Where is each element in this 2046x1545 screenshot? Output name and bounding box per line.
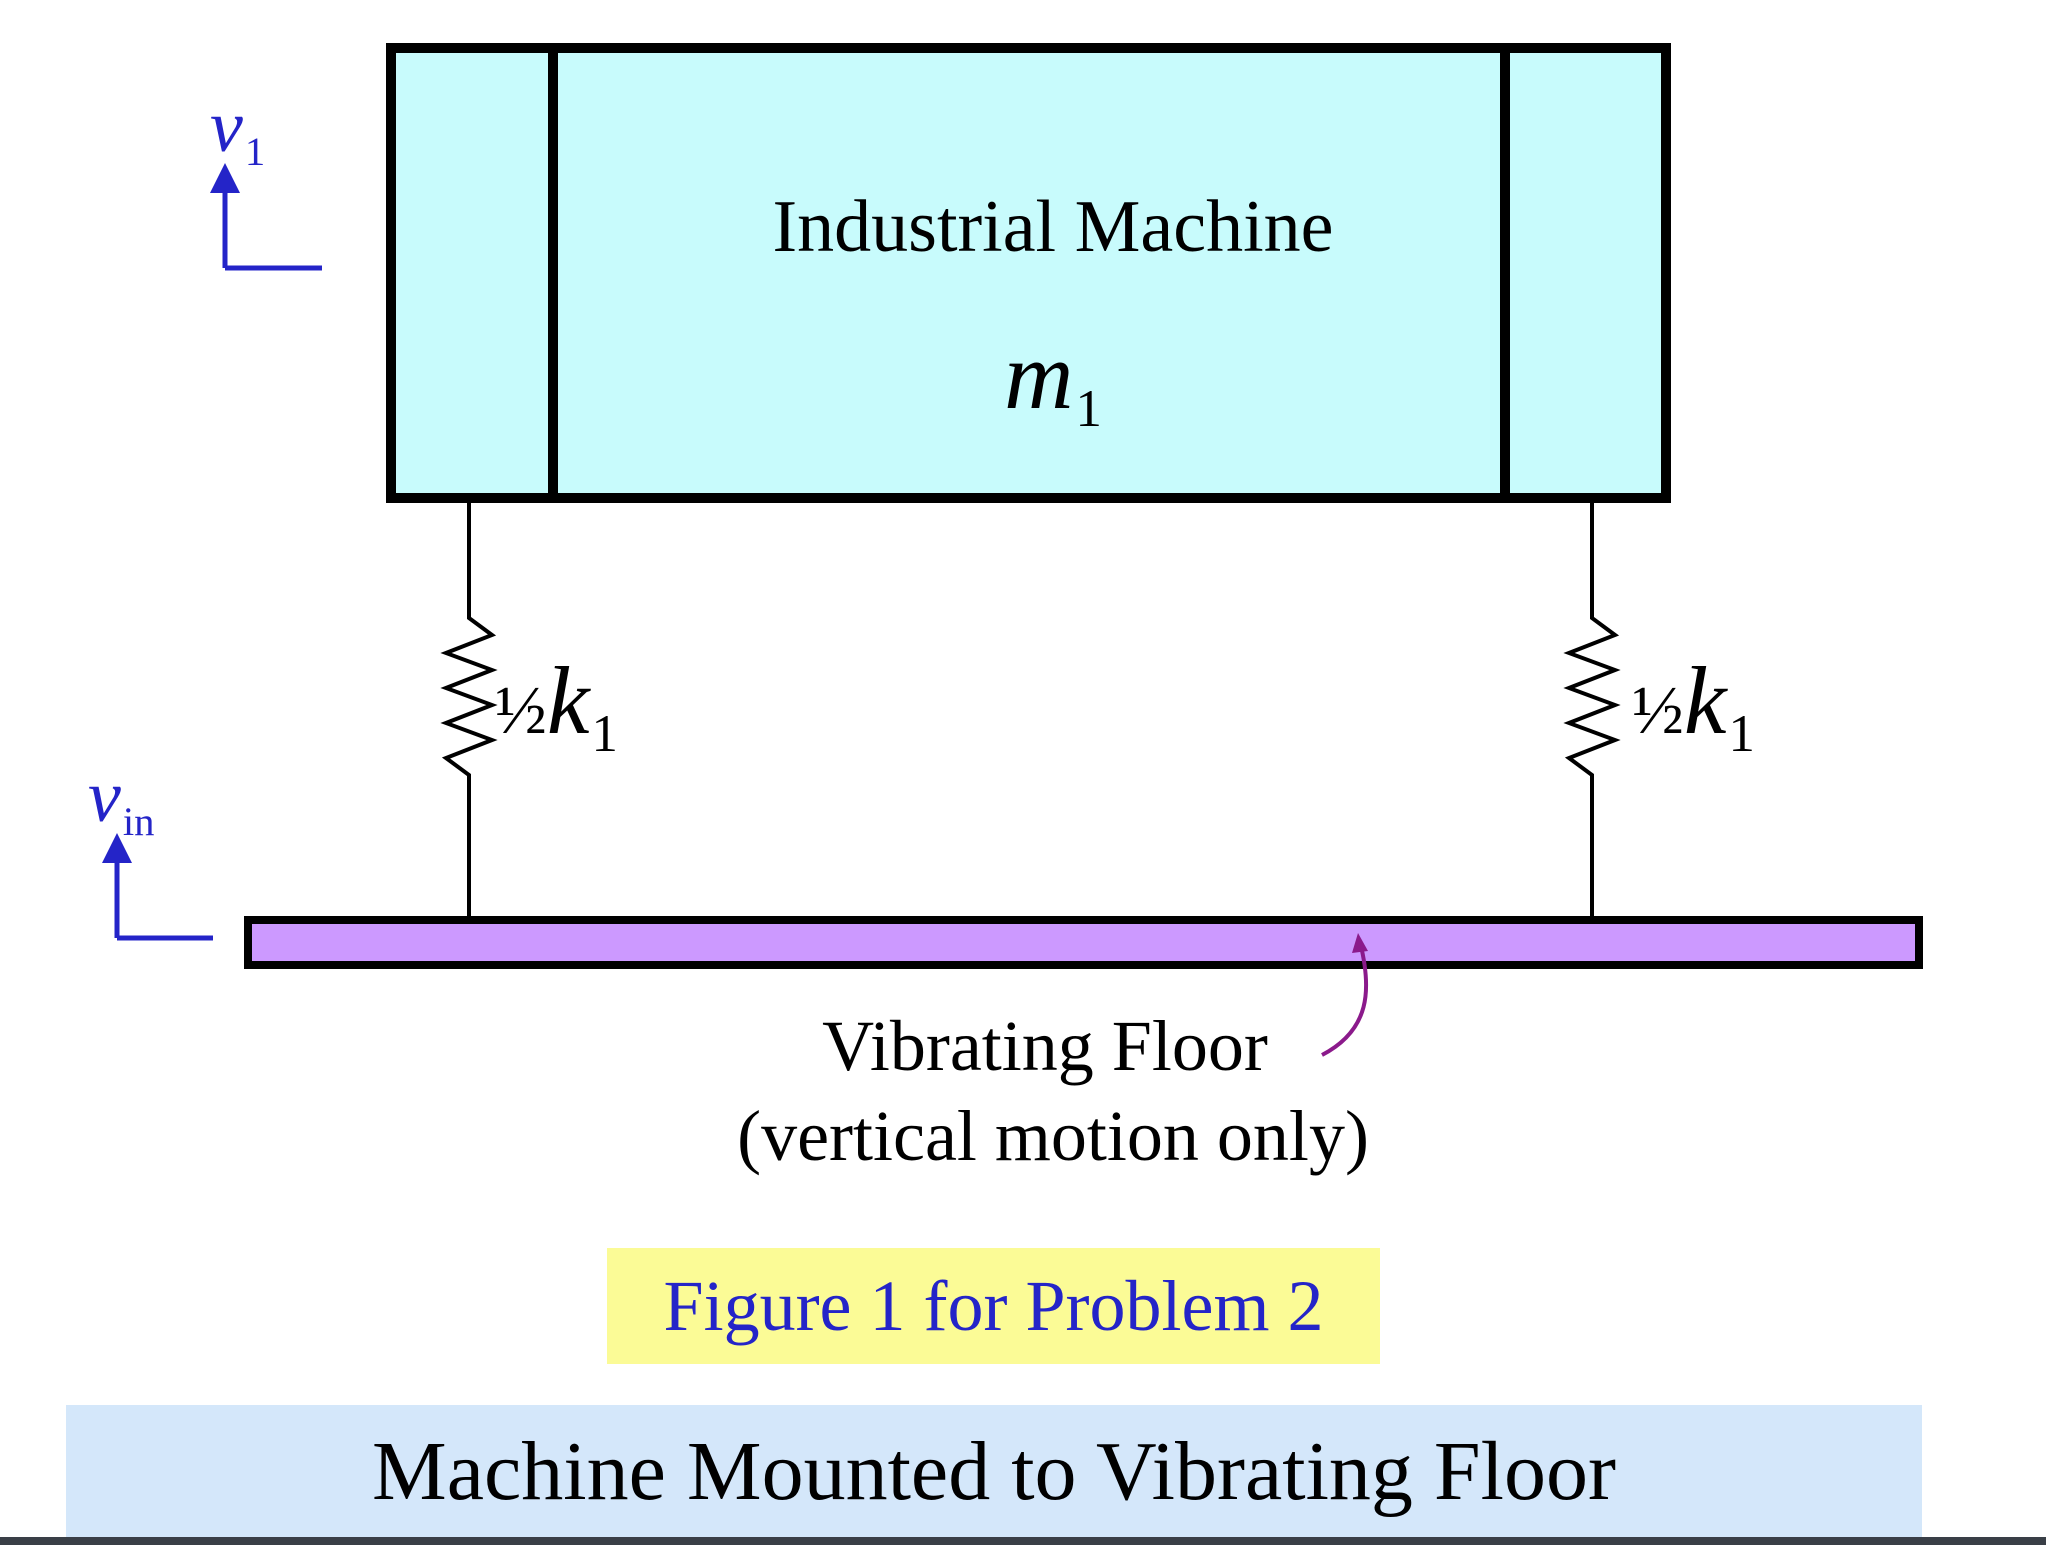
v1-label: v1 (210, 85, 265, 175)
floor-pointer-arrow (1321, 941, 1369, 1057)
machine-mass-label: m1 (1004, 320, 1102, 439)
machine-block (386, 43, 1671, 503)
v1-subscript: 1 (244, 129, 266, 175)
left-spring-symbol: k (546, 647, 590, 754)
bottom-divider (0, 1537, 2046, 1545)
floor-pointer-head (1352, 933, 1368, 953)
left-spring (440, 503, 498, 918)
vin-subscript: in (122, 799, 155, 845)
slide-title-text: Machine Mounted to Vibrating Floor (372, 1424, 1616, 1518)
mass-symbol: m (1004, 322, 1074, 429)
left-spring-fraction: ½ (495, 671, 547, 748)
right-spring-symbol: k (1683, 647, 1727, 754)
floor-label: Vibrating Floor (822, 1006, 1268, 1086)
vibrating-floor (244, 916, 1923, 969)
machine-title: Industrial Machine (772, 186, 1334, 268)
left-spring-label: ½k1 (495, 645, 618, 764)
vin-symbol: v (88, 756, 121, 838)
right-spring-label: ½k1 (1632, 645, 1755, 764)
right-spring (1563, 503, 1621, 918)
slide-title: Machine Mounted to Vibrating Floor (66, 1405, 1922, 1537)
vin-label: vin (88, 755, 155, 845)
right-spring-fraction: ½ (1632, 671, 1684, 748)
right-spring-subscript: 1 (1728, 705, 1755, 764)
v1-symbol: v (210, 86, 243, 168)
mass-subscript: 1 (1075, 380, 1102, 439)
figure-caption: Figure 1 for Problem 2 (607, 1248, 1380, 1364)
floor-motion-note: (vertical motion only) (737, 1096, 1369, 1176)
figure-caption-text: Figure 1 for Problem 2 (663, 1265, 1324, 1346)
left-spring-subscript: 1 (591, 705, 618, 764)
